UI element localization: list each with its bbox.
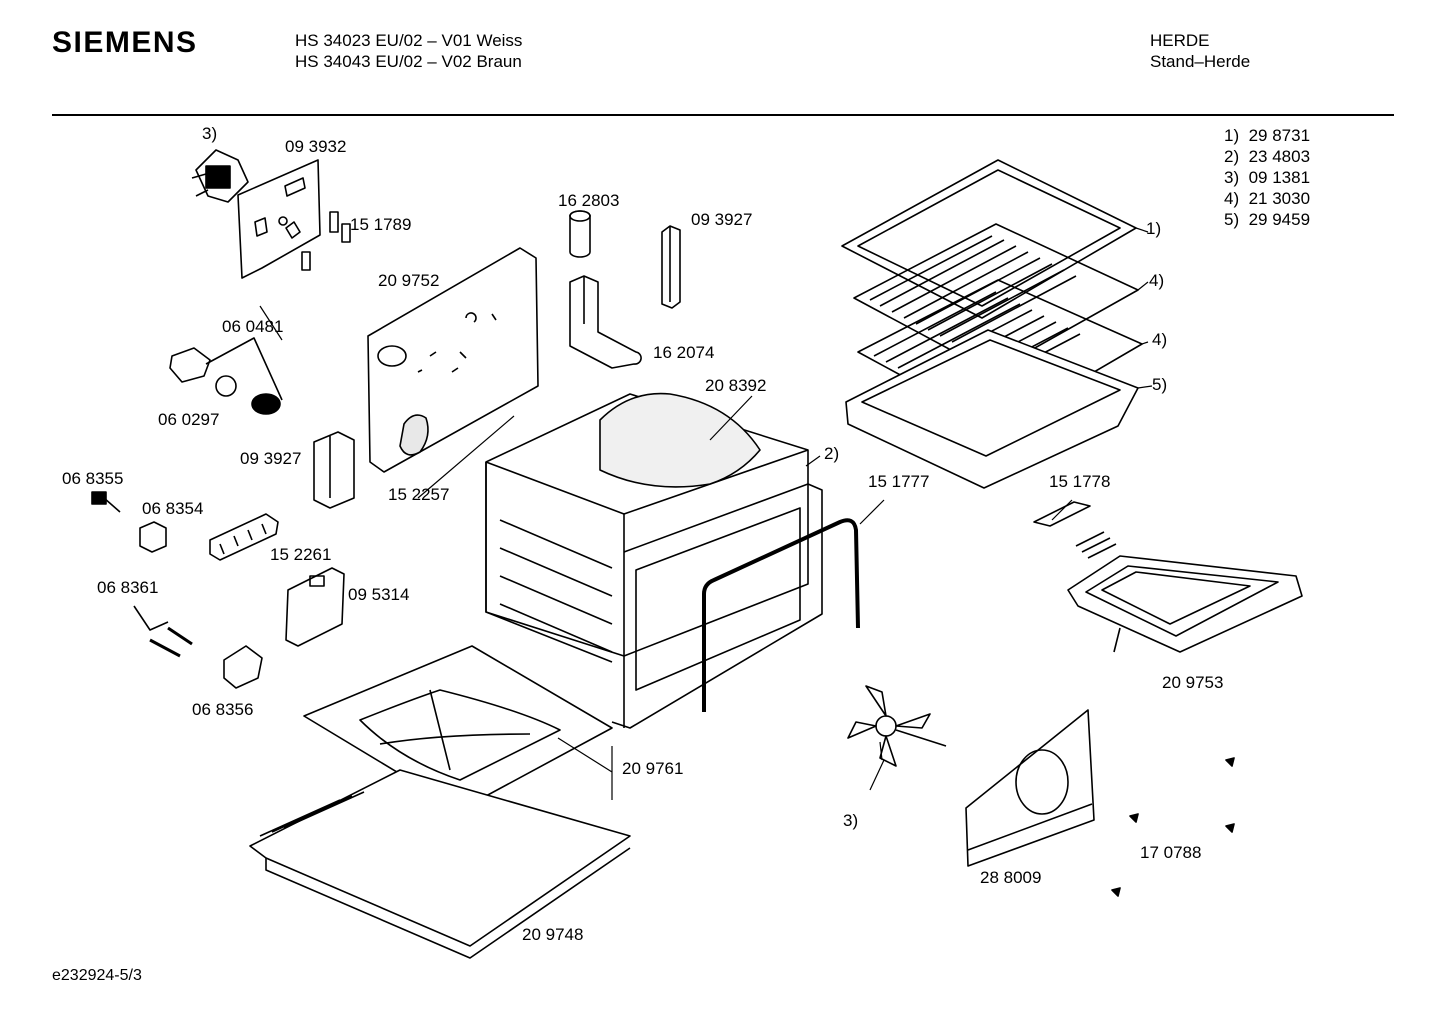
- label-162803: 16 2803: [558, 191, 619, 210]
- heating-element-209753: [1067, 531, 1303, 653]
- support-162074: [569, 275, 642, 369]
- bottom-heater-209761: [303, 645, 613, 811]
- label-1: 1): [1146, 219, 1161, 238]
- footnote-item: 5) 29 9459: [1224, 210, 1311, 229]
- label-4b: 4): [1152, 330, 1167, 349]
- label-060481: 06 0481: [222, 317, 283, 336]
- clamp-068354: [139, 521, 167, 553]
- label-152261: 15 2261: [270, 545, 331, 564]
- label-060297: 06 0297: [158, 410, 219, 429]
- terminal-block-152261: [209, 513, 279, 561]
- label-152257: 15 2257: [388, 485, 449, 504]
- baking-tray: [841, 159, 1137, 319]
- label-151789: 15 1789: [350, 215, 411, 234]
- bracket-093927-top: [661, 225, 681, 309]
- label-093927-top: 09 3927: [691, 210, 752, 229]
- footnote-item: 3) 09 1381: [1224, 168, 1311, 187]
- label-209748: 20 9748: [522, 925, 583, 944]
- control-panel-plate: [237, 159, 321, 279]
- label-151778: 15 1778: [1049, 472, 1110, 491]
- label-170788: 17 0788: [1140, 843, 1201, 862]
- rear-panel-209752: [367, 247, 539, 473]
- label-151777: 15 1777: [868, 472, 929, 491]
- label-068354: 06 8354: [142, 499, 203, 518]
- label-208392: 20 8392: [705, 376, 766, 395]
- label-5: 5): [1152, 375, 1167, 394]
- selector-switch: [191, 149, 249, 203]
- footnote-item: 4) 21 3030: [1224, 189, 1311, 208]
- category: HERDE Stand–Herde: [1150, 30, 1250, 72]
- model-list: HS 34023 EU/02 – V01 Weiss HS 34043 EU/0…: [295, 30, 522, 72]
- label-2: 2): [824, 444, 839, 463]
- label-288009: 28 8009: [980, 868, 1041, 887]
- sleeve-162803: [569, 210, 591, 258]
- label-068355: 06 8355: [62, 469, 123, 488]
- door-seal-151777: [702, 518, 860, 712]
- oven-lamp: [169, 337, 283, 415]
- label-4a: 4): [1149, 271, 1164, 290]
- screws-068361: [133, 605, 193, 658]
- cover-151778: [1033, 501, 1091, 527]
- label-3-fan: 3): [843, 811, 858, 830]
- footnote-item: 1) 29 8731: [1224, 126, 1311, 145]
- oven-cavity: [485, 392, 823, 729]
- label-209761: 20 9761: [622, 759, 683, 778]
- footnote-item: 2) 23 4803: [1224, 147, 1311, 166]
- bracket-093927-lower: [313, 431, 355, 509]
- header-divider: [52, 114, 1394, 116]
- fan-wheel: [847, 685, 947, 767]
- category-line-1: HERDE: [1150, 31, 1210, 50]
- base-plate-209748: [249, 769, 631, 959]
- brand-logo: SIEMENS: [52, 26, 198, 59]
- clip-151789: [301, 211, 351, 271]
- screw-068355: [91, 491, 121, 513]
- screws-170788: [1111, 757, 1235, 897]
- deep-pan: [845, 329, 1139, 489]
- label-209753: 20 9753: [1162, 673, 1223, 692]
- category-line-2: Stand–Herde: [1150, 52, 1251, 71]
- model-line-1: HS 34023 EU/02 – V01 Weiss: [295, 31, 523, 50]
- model-line-2: HS 34043 EU/02 – V02 Braun: [295, 52, 522, 71]
- label-3-selector: 3): [202, 124, 217, 143]
- hinge-068356: [223, 645, 263, 689]
- fan-cover-288009: [965, 709, 1095, 867]
- drawing-reference: e232924-5/3: [52, 967, 142, 984]
- label-093927-lower: 09 3927: [240, 449, 301, 468]
- label-093932: 09 3932: [285, 137, 346, 156]
- module-095314: [285, 567, 345, 647]
- label-162074: 16 2074: [653, 343, 714, 362]
- leader-lines: [259, 227, 1153, 800]
- label-068361: 06 8361: [97, 578, 158, 597]
- label-209752: 20 9752: [378, 271, 439, 290]
- footnote-list: 1) 29 8731 2) 23 4803 3) 09 1381 4) 21 3…: [1224, 125, 1310, 230]
- label-095314: 09 5314: [348, 585, 409, 604]
- label-068356: 06 8356: [192, 700, 253, 719]
